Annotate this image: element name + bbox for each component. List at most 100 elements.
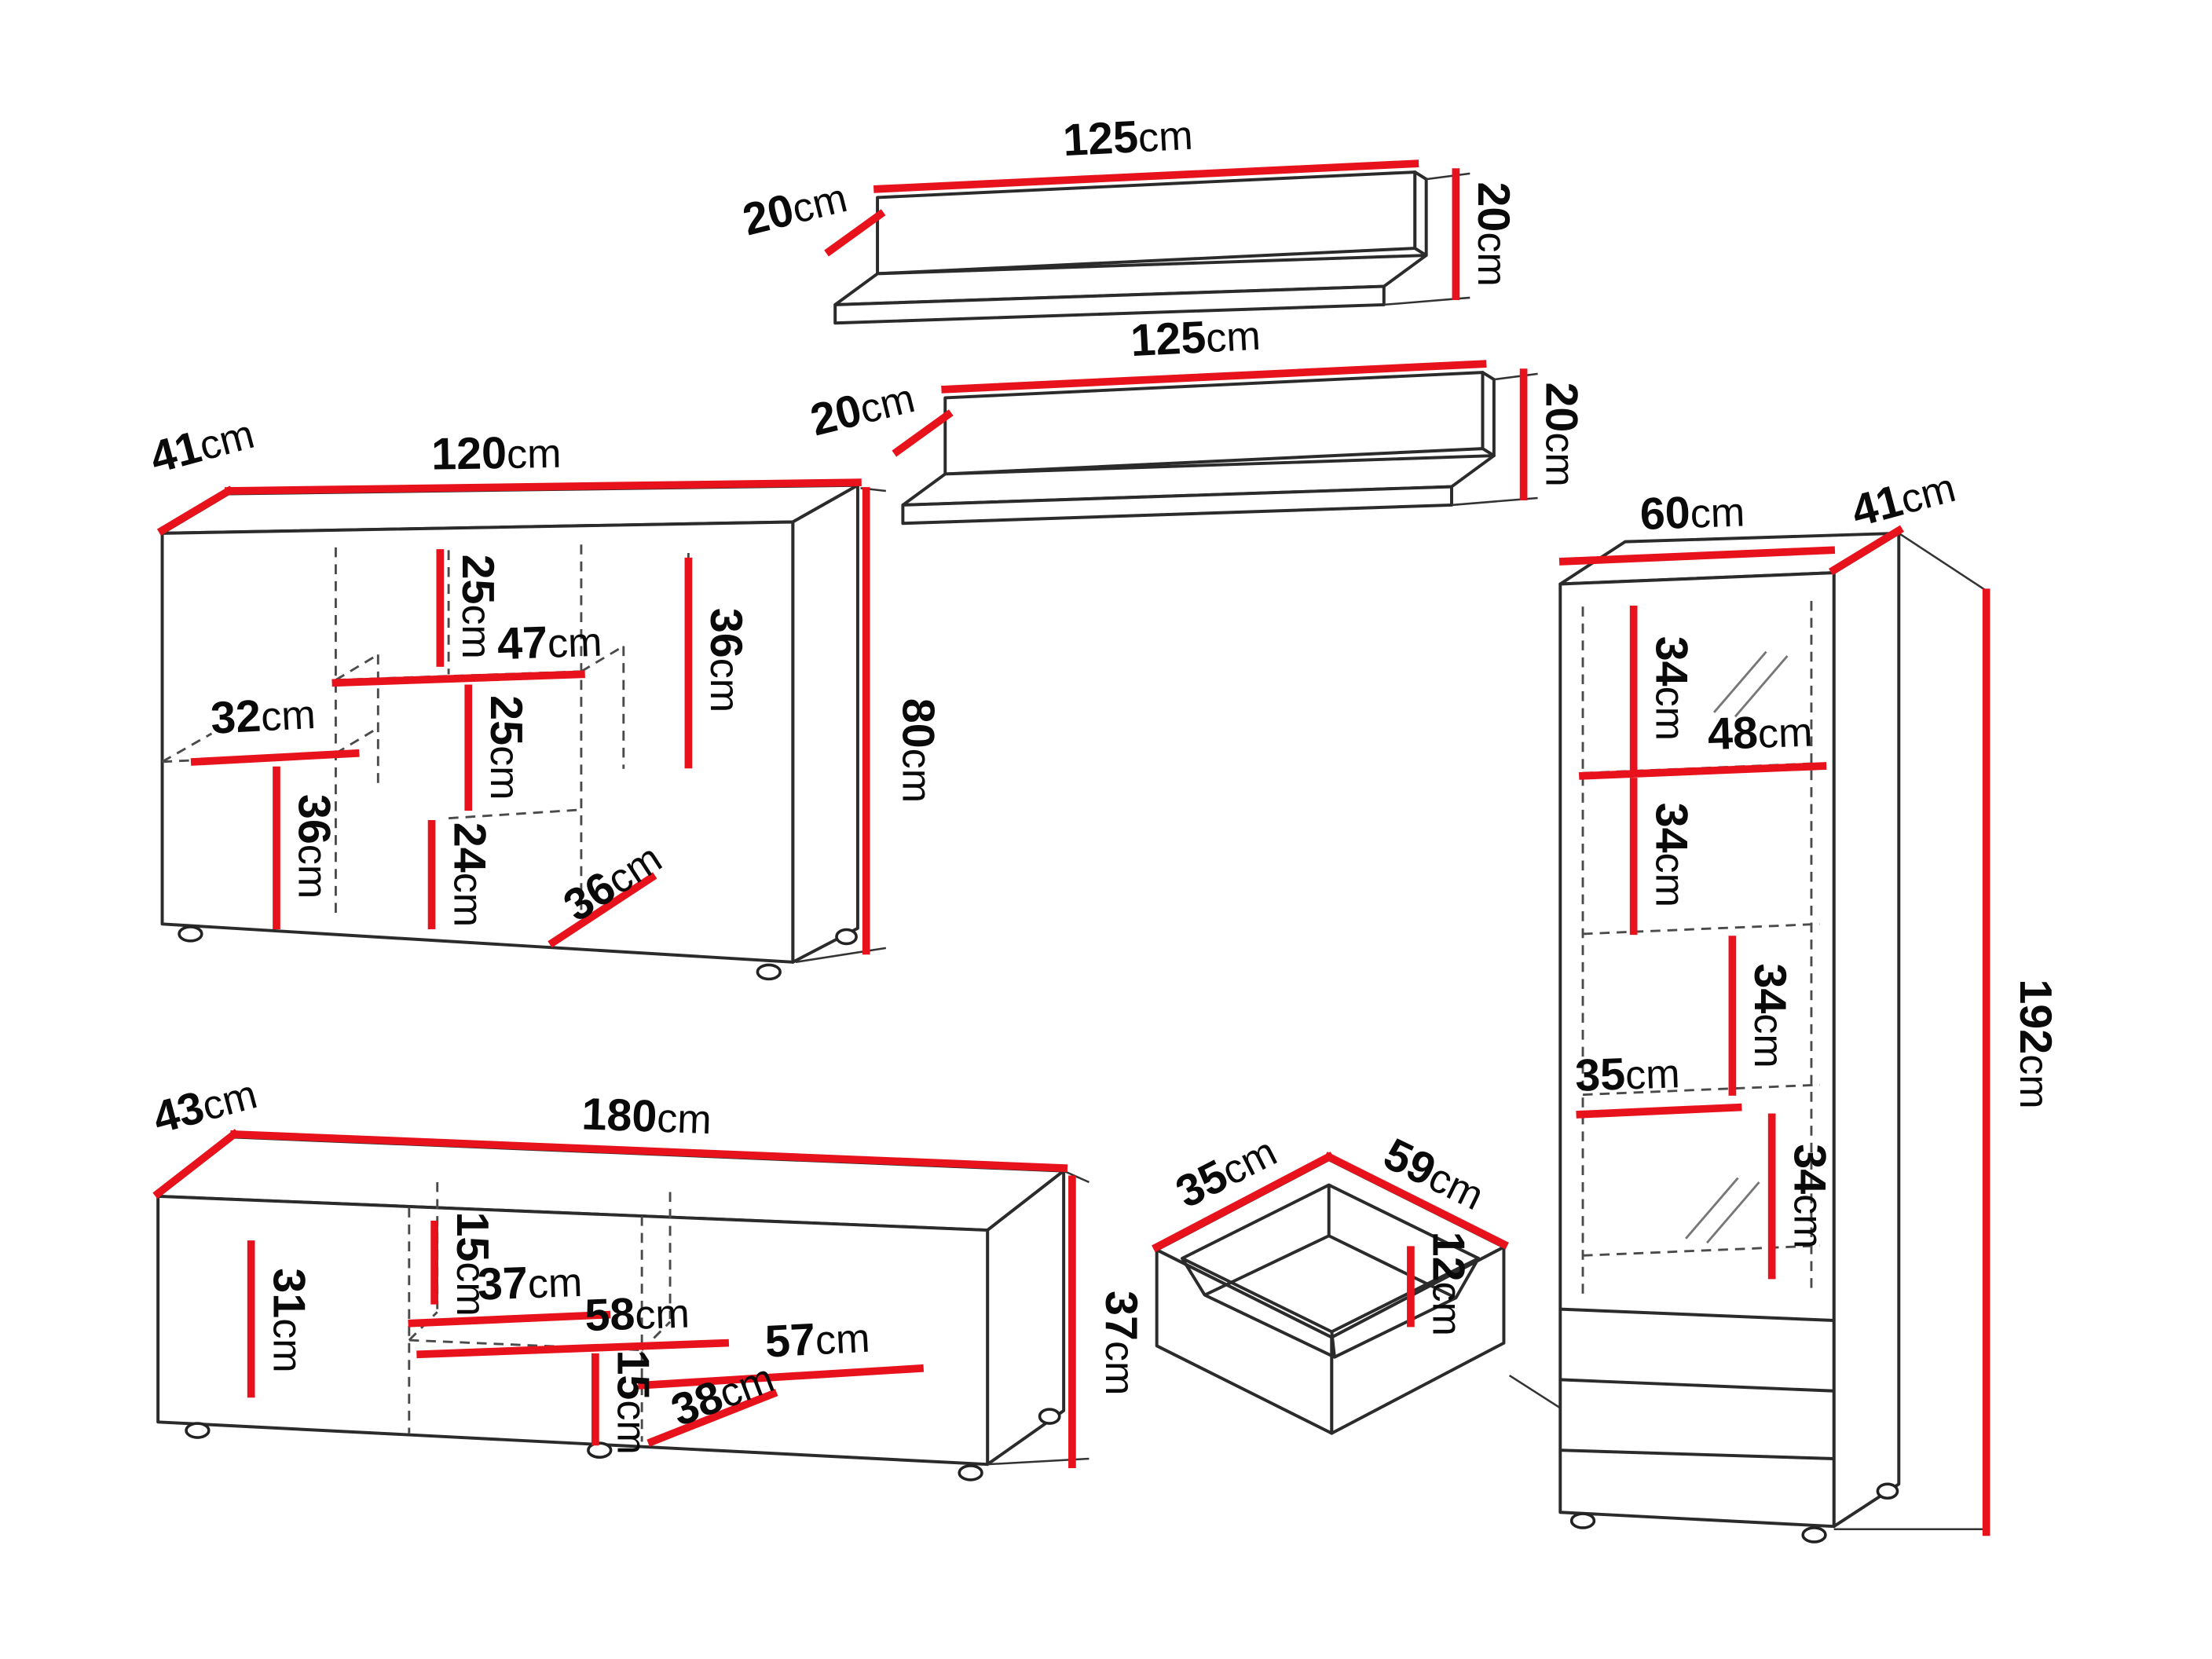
dim-unit: cm (634, 1291, 690, 1338)
dim-unit: cm (1536, 432, 1582, 486)
cabinet-foot (1038, 1408, 1061, 1425)
dim-unit: cm (197, 1071, 262, 1130)
dim-unit: cm (1469, 232, 1514, 286)
dim-label-interior-0: 31cm (263, 1268, 313, 1372)
dim-value: 20 (1536, 382, 1586, 432)
dim-label-depth: 20cm (806, 372, 920, 445)
dim-label-depth: 41cm (145, 408, 259, 483)
dim-label-interior-5: 34cm (1784, 1144, 1834, 1248)
dim-unit: cm (701, 658, 747, 712)
dim-unit: cm (855, 375, 919, 433)
dim-label-interior-1: 15cm (447, 1211, 497, 1316)
wall-shelf-top: 125cm 20cm 20cm (738, 112, 1518, 325)
cabinet-foot (185, 1422, 211, 1439)
shelf-end-cap (1481, 371, 1496, 458)
tv-stand: 43cm 180cm 37cm 31cm 15cm 37cm 58cm 57cm… (148, 1071, 1146, 1481)
glass-reflection-marks (1685, 650, 1789, 1244)
wall-shelf-bottom: 125cm 20cm 20cm (806, 312, 1586, 526)
dim-line-interior-4 (1576, 1103, 1742, 1119)
dim-value: 192 (2010, 979, 2060, 1054)
dim-unit: cm (1690, 489, 1745, 537)
dim-line-width (941, 360, 1487, 394)
dim-value: 32 (210, 690, 262, 743)
dim-value: 12 (1423, 1232, 1474, 1282)
dim-label-interior-0: 34cm (1646, 636, 1696, 741)
cabinet-front-face (1558, 571, 1836, 1529)
dim-label-interior-6: 24cm (444, 822, 494, 927)
dim-label-interior-4: 25cm (481, 695, 531, 800)
dim-line-depth (1152, 1152, 1335, 1253)
dim-label-width: 60cm (1639, 485, 1745, 540)
dim-value: 36 (289, 794, 339, 844)
dim-line-interior-3 (190, 749, 360, 766)
dim-unit: cm (814, 1316, 870, 1364)
dim-label-depth: 41cm (1846, 461, 1960, 537)
dim-value: 125 (1130, 312, 1207, 366)
dim-value: 34 (1646, 803, 1696, 853)
dim-value: 180 (580, 1089, 657, 1141)
dim-line-width (225, 478, 862, 495)
dim-line-interior-7 (548, 872, 657, 948)
sideboard: 41cm 120cm 80cm 25cm 47cm 36cm 32cm 25cm… (145, 408, 943, 981)
dim-unit: cm (290, 844, 335, 899)
dim-unit: cm (788, 175, 851, 233)
drawer-front-lines (1560, 1307, 1834, 1460)
dim-label-interior-0: 25cm (452, 555, 503, 659)
cabinet-foot (1801, 1526, 1827, 1544)
dim-line-interior-6 (646, 1389, 778, 1447)
dim-value: 43 (148, 1082, 209, 1143)
dim-value: 47 (496, 617, 548, 669)
drawer-right-wall (1330, 1245, 1506, 1435)
dim-unit: cm (1646, 687, 1692, 741)
dim-value: 35 (1574, 1049, 1626, 1101)
dim-unit: cm (507, 431, 562, 478)
dim-label-interior-4: 35cm (1574, 1047, 1680, 1101)
dim-label-height: 80cm (892, 698, 943, 803)
cabinet-right-face (791, 483, 859, 964)
dim-line-interior-4 (638, 1364, 925, 1390)
dim-value: 36 (701, 608, 751, 658)
drawer-inner-floor (1181, 1185, 1480, 1359)
dim-line-depth (892, 409, 954, 457)
dim-label-interior-4: 57cm (764, 1312, 870, 1368)
cabinet-foot (178, 925, 203, 943)
dim-value: 20 (806, 385, 866, 446)
dim-label-height: 12cm (1423, 1232, 1474, 1336)
cabinet-foot (958, 1464, 983, 1481)
dim-label-interior-2: 34cm (1646, 803, 1696, 907)
cabinet-front-face (160, 520, 795, 964)
dim-value: 58 (584, 1289, 635, 1341)
dim-line-interior-1 (331, 670, 585, 687)
dim-label-depth: 20cm (738, 171, 851, 245)
dim-value: 31 (263, 1268, 313, 1318)
dim-label-interior-2: 36cm (701, 608, 751, 712)
dim-value: 20 (1468, 181, 1518, 232)
dim-label-height: 192cm (2010, 979, 2060, 1108)
dim-line-interior-3 (416, 1339, 730, 1359)
dim-unit: cm (656, 1096, 712, 1143)
dim-value: 34 (1646, 636, 1696, 687)
dim-unit: cm (609, 1400, 654, 1454)
dim-value: 25 (452, 555, 503, 605)
dim-value: 60 (1639, 488, 1691, 540)
dim-label-interior-5: 36cm (289, 794, 339, 899)
dim-line-depth (1829, 525, 1904, 576)
dim-value: 15 (447, 1211, 497, 1262)
dim-line-width (230, 1130, 1068, 1173)
dim-unit: cm (264, 1318, 309, 1372)
dim-label-interior-1: 47cm (496, 616, 602, 670)
dim-unit: cm (527, 1260, 583, 1307)
dim-label-height: 20cm (1536, 382, 1586, 486)
dim-unit: cm (260, 692, 317, 741)
dim-unit: cm (1646, 853, 1692, 907)
dim-value: 24 (444, 822, 494, 873)
dim-label-interior-3: 32cm (210, 688, 317, 744)
dim-unit: cm (2011, 1054, 2056, 1108)
dim-line-depth (824, 209, 886, 257)
dim-unit: cm (1424, 1282, 1470, 1336)
dim-unit: cm (1896, 465, 1961, 523)
shelf-end-cap (1413, 170, 1428, 258)
dim-label-interior-2: 37cm (477, 1256, 583, 1310)
dim-value: 41 (1846, 475, 1907, 537)
dim-value: 48 (1707, 708, 1759, 760)
